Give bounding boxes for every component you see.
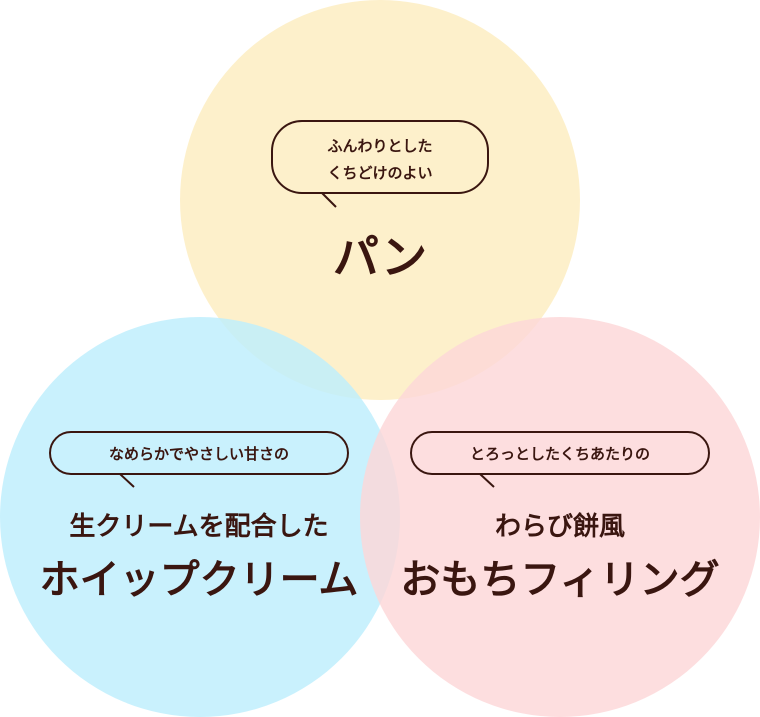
cream-speech-bubble: なめらかでやさしい甘さの	[49, 431, 349, 488]
circle-whipped-cream	[0, 317, 400, 717]
bread-bubble-line2: くちどけのよい	[327, 164, 432, 182]
mochi-bubble-text: とろっとしたくちあたりの	[470, 445, 650, 463]
mochi-speech-bubble: とろっとしたくちあたりの	[410, 431, 710, 488]
cream-title: ホイップクリーム	[40, 556, 359, 603]
mochi-subtitle: わらび餅風	[495, 511, 625, 542]
bread-bubble-line1: ふんわりとした	[327, 137, 432, 155]
circle-mochi-filling	[360, 317, 760, 717]
circle-bread	[180, 0, 580, 400]
mochi-title: おもちフィリング	[400, 556, 719, 603]
bread-speech-bubble: ふんわりとした くちどけのよい	[271, 120, 489, 208]
bread-title: パン	[333, 230, 427, 284]
cream-bubble-text: なめらかでやさしい甘さの	[109, 445, 289, 463]
cream-subtitle: 生クリームを配合した	[69, 511, 328, 542]
